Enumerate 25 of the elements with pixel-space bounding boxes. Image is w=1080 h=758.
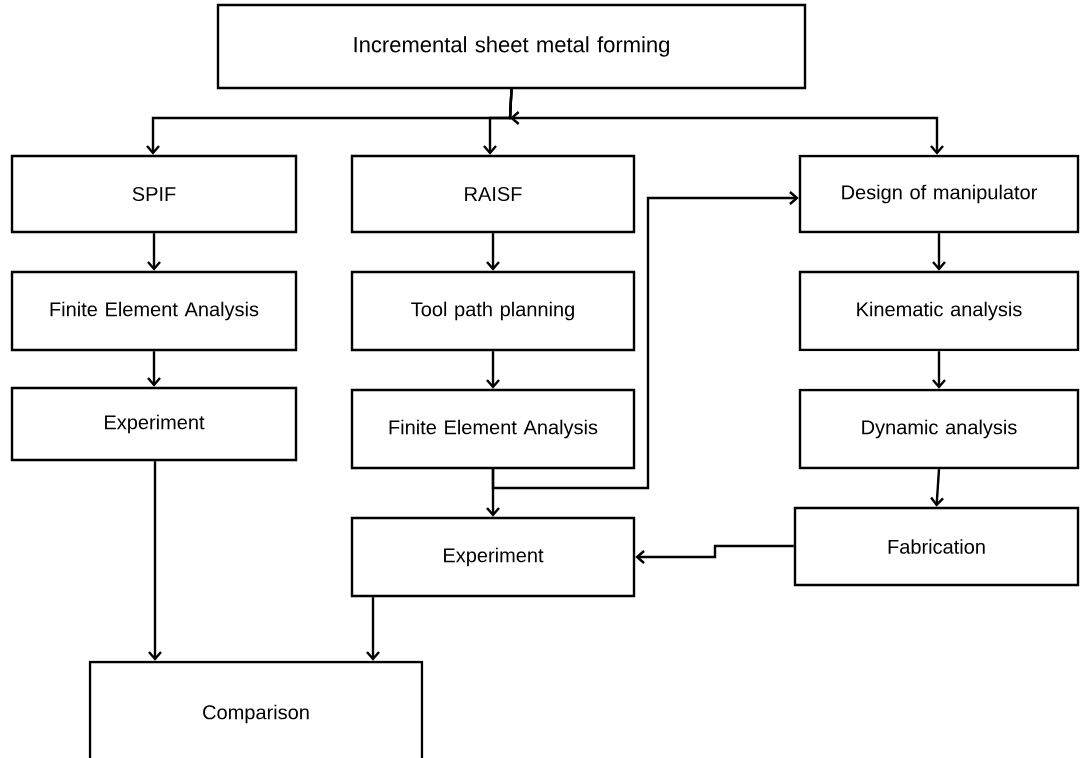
process-box: Comparison [88, 660, 424, 758]
process-box: Design of manipulator [798, 154, 1080, 234]
arrow [932, 233, 946, 271]
process-box: Kinematic analysis [798, 270, 1080, 352]
arrow [147, 351, 161, 387]
arrow [491, 191, 799, 490]
arrow [147, 233, 161, 271]
arrow [635, 544, 794, 564]
process-box: Dynamic analysis [798, 388, 1080, 470]
title-box: Incremental sheet metal forming [216, 3, 807, 90]
process-box: Finite Element Analysis [10, 270, 298, 352]
arrow [508, 89, 944, 155]
process-box: Fabrication [793, 506, 1080, 587]
arrow [486, 351, 500, 389]
process-box: Finite Element Analysis [350, 388, 636, 470]
arrow [930, 469, 944, 507]
arrow [366, 597, 380, 661]
process-box: Experiment [350, 516, 636, 598]
process-box: Tool path planning [350, 270, 636, 352]
process-box: RAISF [350, 154, 636, 234]
arrow [486, 233, 500, 271]
process-box: Experiment [10, 386, 298, 462]
arrow [932, 351, 946, 389]
process-box: SPIF [10, 154, 298, 234]
arrow [148, 461, 162, 661]
